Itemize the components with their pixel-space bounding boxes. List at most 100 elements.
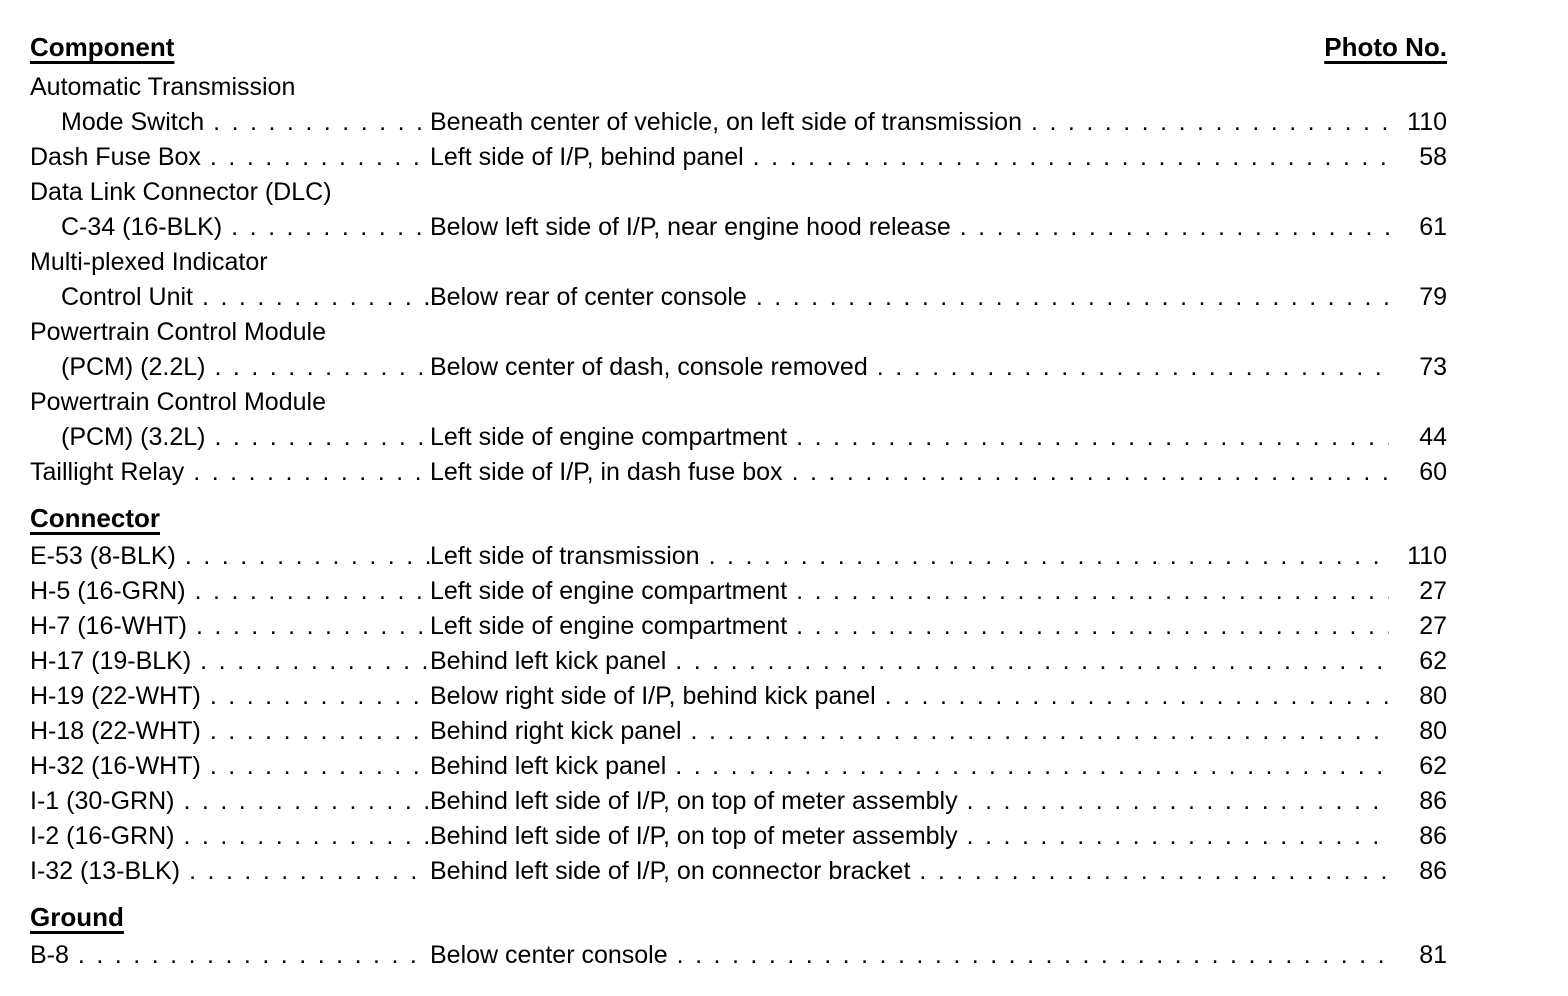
entry-location: Behind left side of I/P, on top of meter… <box>430 787 958 815</box>
table-header-row: Component Photo No. <box>30 30 1447 65</box>
entry-photo-number: 62 <box>1419 752 1447 780</box>
entry-location: Behind left side of I/P, on top of meter… <box>430 822 958 850</box>
entry-photo-number: 79 <box>1419 283 1447 311</box>
entry-photo-number: 110 <box>1407 542 1447 570</box>
entry-name-cell: E-53 (8-BLK) <box>30 539 430 574</box>
entry-photo-number: 86 <box>1419 787 1447 815</box>
table-row: I-2 (16-GRN)Behind left side of I/P, on … <box>30 819 1447 854</box>
entry-name-cell: H-17 (19-BLK) <box>30 644 430 679</box>
entry-location-cell: Behind left side of I/P, on top of meter… <box>430 784 1389 819</box>
dot-leader <box>205 350 430 385</box>
entry-location-cell: Behind left kick panel <box>430 644 1389 679</box>
dot-leader <box>204 105 430 140</box>
entry-name: H-32 (16-WHT) <box>30 752 201 780</box>
entry-location: Below right side of I/P, behind kick pan… <box>430 682 876 710</box>
entry-name: Taillight Relay <box>30 458 185 486</box>
entry-photo-number: 61 <box>1419 213 1447 241</box>
entry-photo-number: 80 <box>1419 717 1447 745</box>
entry-location: Left side of I/P, behind panel <box>430 143 744 171</box>
dot-leader <box>666 749 1389 784</box>
entry-location: Behind left kick panel <box>430 647 667 675</box>
entry-photo-number: 27 <box>1419 577 1447 605</box>
entry-location: Behind right kick panel <box>430 717 682 745</box>
entry-name-part: Powertrain Control Module <box>30 388 326 416</box>
entry-name-cell: H-7 (16-WHT) <box>30 609 430 644</box>
section-heading-row: Ground <box>30 900 1447 935</box>
table-row: H-5 (16-GRN)Left side of engine compartm… <box>30 574 1447 609</box>
entry-photo-number: 110 <box>1407 108 1447 136</box>
entry-location-cell: Behind right kick panel <box>430 714 1389 749</box>
dot-leader <box>747 280 1389 315</box>
dot-leader <box>201 749 430 784</box>
dot-leader <box>201 679 430 714</box>
dot-leader <box>682 714 1389 749</box>
entry-name-cell: H-32 (16-WHT) <box>30 749 430 784</box>
dot-leader <box>180 854 430 889</box>
entry-name-wrap-line: Automatic Transmission <box>30 70 1447 105</box>
entry-name-part: Powertrain Control Module <box>30 318 326 346</box>
entry-name: (PCM) (3.2L) <box>61 423 206 451</box>
dot-leader <box>958 819 1389 854</box>
entry-location-cell: Left side of transmission <box>430 539 1389 574</box>
entry-location-cell: Below rear of center console <box>430 280 1389 315</box>
entry-name: H-19 (22-WHT) <box>30 682 201 710</box>
entry-location: Below rear of center console <box>430 283 747 311</box>
entry-name-wrap-line: Powertrain Control Module <box>30 385 1447 420</box>
table-row: H-18 (22-WHT) Behind right kick panel 80 <box>30 714 1447 749</box>
entry-name: H-18 (22-WHT) <box>30 717 201 745</box>
entry-location-cell: Behind left side of I/P, on top of meter… <box>430 819 1389 854</box>
section-title: Connector <box>30 503 160 533</box>
table-row: (PCM) (2.2L) Below center of dash, consol… <box>30 350 1447 385</box>
entry-name-wrap-line: Data Link Connector (DLC) <box>30 175 1447 210</box>
dot-leader <box>700 539 1389 574</box>
table-row: B-8Below center console81 <box>30 938 1447 973</box>
dot-leader <box>868 350 1389 385</box>
table-row: I-32 (13-BLK) Behind left side of I/P, on… <box>30 854 1447 889</box>
dot-leader <box>186 574 430 609</box>
entry-name-cell: Control Unit <box>30 280 430 315</box>
dot-leader <box>193 280 430 315</box>
dot-leader <box>1022 105 1389 140</box>
dot-leader <box>744 140 1389 175</box>
entry-location: Left side of I/P, in dash fuse box <box>430 458 783 486</box>
entry-name: E-53 (8-BLK) <box>30 542 176 570</box>
entry-location: Below left side of I/P, near engine hood… <box>430 213 951 241</box>
entry-location: Left side of engine compartment <box>430 423 788 451</box>
dot-leader <box>958 784 1389 819</box>
table-row: Dash Fuse BoxLeft side of I/P, behind pa… <box>30 140 1447 175</box>
dot-leader <box>69 938 430 973</box>
entry-photo-number: 86 <box>1419 822 1447 850</box>
entry-location: Behind left kick panel <box>430 752 667 780</box>
entry-location-cell: Below right side of I/P, behind kick pan… <box>430 679 1389 714</box>
entry-name: H-17 (19-BLK) <box>30 647 192 675</box>
dot-leader <box>787 420 1389 455</box>
entry-name-wrap-line: Multi-plexed Indicator <box>30 245 1447 280</box>
entry-name: H-7 (16-WHT) <box>30 612 187 640</box>
table-row: Control Unit Below rear of center console… <box>30 280 1447 315</box>
table-row: H-19 (22-WHT) Below right side of I/P, be… <box>30 679 1447 714</box>
dot-leader <box>201 714 430 749</box>
entry-name-cell: (PCM) (2.2L) <box>30 350 430 385</box>
dot-leader <box>910 854 1389 889</box>
entry-location: Below center console <box>430 941 668 969</box>
entry-location-cell: Left side of engine compartment <box>430 574 1389 609</box>
entry-name-cell: Taillight Relay <box>30 455 430 490</box>
dot-leader <box>187 609 430 644</box>
entry-name-cell: C-34 (16-BLK) <box>30 210 430 245</box>
table-row: (PCM) (3.2L) Left side of engine compartm… <box>30 420 1447 455</box>
entry-location: Below center of dash, console removed <box>430 353 868 381</box>
dot-leader <box>205 420 430 455</box>
dot-leader <box>191 644 430 679</box>
entry-name: (PCM) (2.2L) <box>61 353 206 381</box>
photo-no-column-header: Photo No. <box>1324 32 1447 62</box>
dot-leader <box>787 574 1389 609</box>
entry-location-cell: Behind left side of I/P, on connector br… <box>430 854 1389 889</box>
entry-name: C-34 (16-BLK) <box>61 213 223 241</box>
entry-location: Behind left side of I/P, on connector br… <box>430 857 911 885</box>
entry-name-cell: I-2 (16-GRN) <box>30 819 430 854</box>
table-row: H-32 (16-WHT) Behind left kick panel 62 <box>30 749 1447 784</box>
entry-photo-number: 58 <box>1419 143 1447 171</box>
entry-name: I-32 (13-BLK) <box>30 857 181 885</box>
table-row: E-53 (8-BLK) Left side of transmission 110 <box>30 539 1447 574</box>
entry-name: Control Unit <box>61 283 193 311</box>
